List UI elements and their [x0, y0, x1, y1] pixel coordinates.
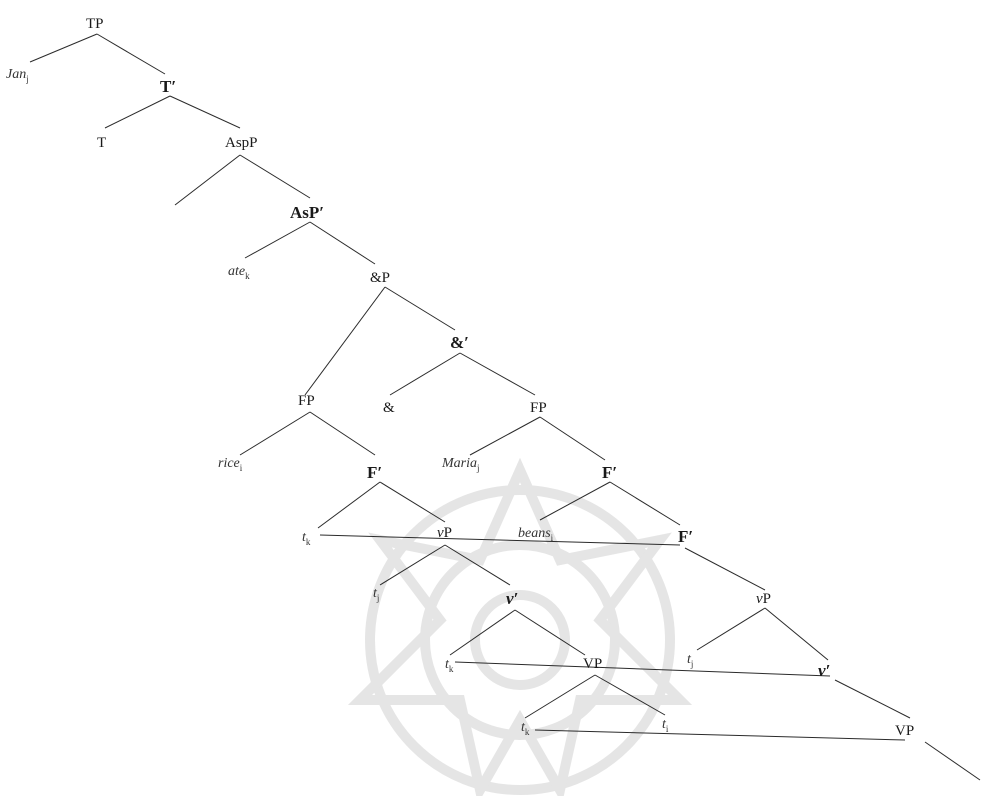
node-vp-big-1: VP [583, 656, 602, 672]
tree-labels: TP Janj T′ T AspP AsP′ atek &P &′ FP & F… [6, 16, 914, 739]
node-t: T [97, 135, 106, 151]
node-f-bar-right: F′ [678, 527, 693, 546]
node-ate: atek [228, 264, 250, 281]
node-f-bar-mid: F′ [602, 463, 617, 482]
node-and: & [383, 400, 395, 416]
node-jan: Janj [6, 67, 29, 84]
node-small-vp-2: vP [756, 591, 771, 607]
node-andp: &P [370, 270, 390, 286]
node-asp-bar: AsP′ [290, 203, 324, 222]
node-trace-k-2: tk [445, 657, 454, 674]
node-small-vp-1: vP [437, 525, 452, 541]
node-t-bar: T′ [160, 77, 176, 96]
node-fp-left: FP [298, 393, 315, 409]
node-f-bar-left: F′ [367, 463, 382, 482]
tree-edges [30, 34, 980, 780]
node-trace-i-1: ti [662, 717, 669, 734]
node-v-bar-2: v′ [818, 661, 830, 680]
node-tp: TP [86, 16, 104, 32]
node-trace-j-2: tj [687, 652, 693, 669]
node-beans: beansi [518, 526, 554, 543]
node-fp-right: FP [530, 400, 547, 416]
node-and-bar: &′ [450, 333, 469, 352]
node-rice: ricei [218, 456, 243, 473]
node-maria: Mariaj [441, 456, 480, 473]
ornamental-star-watermark [360, 470, 680, 790]
node-vp-big-2: VP [895, 723, 914, 739]
node-aspp: AspP [225, 135, 258, 151]
node-trace-k-1: tk [302, 530, 311, 547]
node-v-bar-1: v′ [506, 589, 518, 608]
